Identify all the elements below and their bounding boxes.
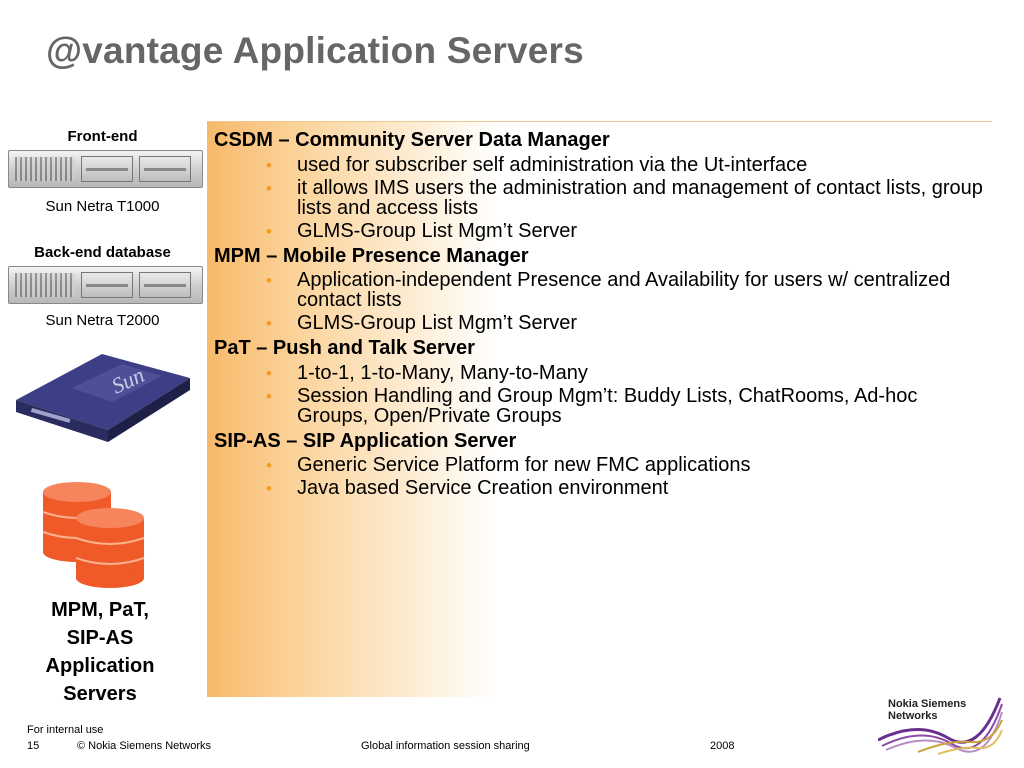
footer-page-number: 15 — [27, 740, 40, 752]
company-logo: Nokia Siemens Networks — [888, 698, 966, 722]
bullet-dot-icon: • — [266, 155, 272, 175]
bullet-dot-icon: • — [266, 314, 272, 333]
frontend-server-image — [8, 150, 203, 188]
bullet-item: •Java based Service Creation environment — [266, 477, 669, 499]
apps-line: Servers — [63, 683, 137, 705]
footer-event: Global information session sharing — [361, 740, 530, 752]
apps-line: SIP-AS — [66, 627, 134, 649]
logo-line: Nokia Siemens — [888, 698, 967, 710]
application-servers-label: MPM, PaT, SIP-AS Application Servers — [0, 596, 200, 708]
server-illustrations: Front-end Sun Netra T1000 Back-end datab… — [0, 0, 205, 720]
apps-line: MPM, PaT, — [51, 599, 149, 621]
bullet-item: •1-to-1, 1-to-Many, Many-to-Many — [266, 361, 588, 384]
section-mpm: MPM – Mobile Presence Manager •Applicati… — [214, 244, 984, 334]
apps-line: Application — [45, 655, 155, 677]
bullet-item: •Application-independent Presence and Av… — [266, 269, 951, 311]
backend-label: Back-end database — [34, 244, 171, 261]
sun-server-icon: Sun — [16, 354, 190, 442]
nokia-siemens-wave-icon — [878, 697, 1003, 755]
footer-year: 2008 — [710, 740, 735, 752]
bullet-dot-icon: • — [266, 178, 272, 198]
section-heading: PaT – Push and Talk Server — [214, 337, 475, 359]
bullet-item: •GLMS-Group List Mgm’t Server — [266, 312, 578, 334]
section-heading: SIP-AS – SIP Application Server — [214, 429, 517, 452]
section-heading: CSDM – Community Server Data Manager — [214, 129, 610, 151]
database-icon — [42, 482, 145, 588]
frontend-model: Sun Netra T1000 — [45, 198, 160, 215]
section-sip-as: SIP-AS – SIP Application Server •Generic… — [214, 429, 984, 499]
content-panel — [207, 121, 992, 697]
slide-title: @vantage Application Servers — [46, 30, 584, 71]
bullet-dot-icon: • — [266, 363, 272, 383]
bullet-item: •GLMS-Group List Mgm’t Server — [266, 219, 578, 242]
backend-server-image — [8, 266, 203, 304]
section-pat: PaT – Push and Talk Server •1-to-1, 1-to… — [214, 336, 984, 426]
bullet-dot-icon: • — [266, 386, 272, 406]
bullet-item: •used for subscriber self administration… — [266, 153, 808, 176]
bullet-dot-icon: • — [266, 479, 272, 498]
bullet-item: •Generic Service Platform for new FMC ap… — [266, 454, 751, 476]
footer-internal-use: For internal use — [27, 724, 104, 736]
section-csdm: CSDM – Community Server Data Manager •us… — [214, 128, 984, 241]
bullet-item: •it allows IMS users the administration … — [266, 176, 983, 219]
bullet-dot-icon: • — [266, 221, 272, 241]
frontend-label: Front-end — [67, 128, 138, 145]
bullet-dot-icon: • — [266, 271, 272, 290]
bullet-dot-icon: • — [266, 456, 272, 475]
logo-line: Networks — [888, 710, 938, 722]
bullet-item: •Session Handling and Group Mgm’t: Buddy… — [266, 384, 918, 427]
section-heading: MPM – Mobile Presence Manager — [214, 244, 529, 267]
backend-model: Sun Netra T2000 — [45, 312, 160, 329]
server-descriptions: CSDM – Community Server Data Manager •us… — [214, 128, 984, 501]
footer-copyright: © Nokia Siemens Networks — [77, 740, 212, 752]
